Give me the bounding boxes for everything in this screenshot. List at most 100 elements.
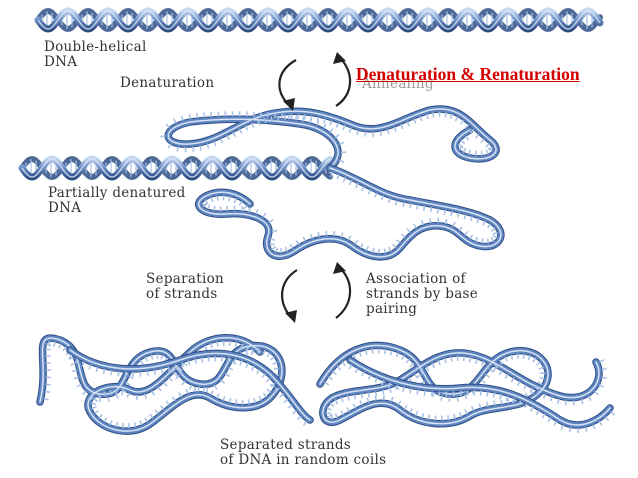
base-tick bbox=[464, 230, 469, 236]
base-tick bbox=[365, 245, 370, 252]
base-tick bbox=[406, 228, 411, 234]
base-tick bbox=[263, 118, 267, 124]
base-tick bbox=[334, 133, 340, 139]
base-tick bbox=[415, 410, 419, 417]
base-tick bbox=[499, 393, 502, 400]
base-tick bbox=[90, 402, 97, 406]
base-tick bbox=[505, 395, 509, 402]
base-tick bbox=[409, 203, 412, 209]
base-tick bbox=[538, 366, 544, 370]
base-tick bbox=[432, 112, 435, 118]
base-tick bbox=[316, 116, 320, 122]
base-tick bbox=[400, 123, 404, 130]
base-tick bbox=[302, 420, 308, 426]
base-tick bbox=[584, 426, 588, 433]
base-tick bbox=[364, 349, 368, 355]
base-tick bbox=[224, 373, 230, 378]
base-tick bbox=[408, 377, 413, 383]
base-tick bbox=[598, 384, 605, 388]
base-tick bbox=[431, 392, 436, 398]
base-tick bbox=[412, 118, 417, 124]
base-tick bbox=[270, 237, 276, 241]
base-tick bbox=[139, 359, 144, 365]
label-annealing: Annealing bbox=[362, 76, 434, 92]
base-tick bbox=[91, 406, 97, 410]
base-tick bbox=[480, 138, 485, 144]
base-tick bbox=[358, 351, 362, 357]
base-tick bbox=[444, 112, 447, 118]
base-tick bbox=[367, 189, 372, 195]
base-tick bbox=[323, 118, 326, 124]
base-tick bbox=[238, 200, 243, 207]
base-tick bbox=[485, 149, 489, 155]
base-tick bbox=[458, 226, 463, 232]
base-tick bbox=[486, 238, 489, 244]
base-tick bbox=[592, 424, 596, 430]
base-tick bbox=[348, 127, 352, 133]
base-tick bbox=[580, 399, 584, 405]
base-tick bbox=[383, 248, 386, 254]
base-tick bbox=[443, 357, 447, 364]
base-tick bbox=[522, 353, 525, 359]
label-denaturation: Denaturation bbox=[120, 75, 215, 91]
base-tick bbox=[327, 413, 332, 419]
base-tick bbox=[167, 366, 171, 372]
base-tick bbox=[265, 377, 271, 383]
single-strand-loop-top bbox=[160, 105, 500, 172]
base-tick bbox=[485, 142, 490, 148]
base-tick bbox=[464, 409, 468, 415]
base-tick bbox=[309, 233, 313, 239]
base-tick bbox=[193, 386, 197, 393]
base-tick bbox=[422, 205, 426, 211]
base-tick bbox=[594, 390, 599, 396]
base-tick bbox=[88, 364, 92, 370]
base-tick bbox=[347, 235, 352, 241]
base-tick bbox=[192, 146, 195, 152]
base-tick bbox=[213, 141, 217, 147]
base-tick bbox=[361, 186, 365, 192]
base-tick bbox=[354, 239, 359, 245]
base-tick bbox=[524, 392, 529, 398]
base-tick bbox=[470, 405, 475, 412]
base-tick bbox=[71, 369, 78, 373]
single-strand-loop-partial bbox=[195, 164, 505, 261]
base-tick bbox=[468, 357, 472, 363]
base-tick bbox=[238, 128, 243, 134]
base-tick bbox=[469, 216, 473, 222]
base-tick bbox=[517, 400, 522, 406]
base-tick bbox=[244, 125, 249, 131]
base-tick bbox=[322, 123, 327, 129]
base-tick bbox=[173, 118, 177, 124]
base-tick bbox=[335, 122, 340, 128]
base-tick bbox=[537, 381, 543, 386]
base-tick bbox=[157, 386, 162, 392]
base-tick bbox=[386, 128, 390, 135]
base-tick bbox=[556, 398, 560, 404]
base-tick bbox=[330, 171, 334, 178]
base-tick bbox=[383, 348, 387, 355]
base-tick bbox=[200, 357, 204, 363]
base-tick bbox=[354, 183, 359, 189]
base-tick bbox=[601, 368, 607, 371]
process-arrows bbox=[278, 52, 352, 323]
base-tick bbox=[456, 212, 460, 218]
base-tick bbox=[453, 413, 456, 420]
base-tick bbox=[492, 366, 497, 373]
base-tick bbox=[206, 143, 210, 149]
base-tick bbox=[228, 196, 231, 202]
base-tick bbox=[587, 395, 592, 401]
base-tick bbox=[178, 366, 183, 372]
double-helix-partial bbox=[18, 155, 334, 181]
base-tick bbox=[110, 370, 113, 376]
base-tick bbox=[73, 376, 79, 380]
base-tick bbox=[458, 146, 464, 150]
base-tick bbox=[125, 381, 131, 386]
base-tick bbox=[81, 390, 87, 396]
base-tick bbox=[486, 363, 491, 369]
base-tick bbox=[374, 192, 378, 198]
base-tick bbox=[245, 346, 250, 352]
base-tick bbox=[257, 348, 260, 354]
base-tick bbox=[510, 377, 515, 383]
base-tick bbox=[474, 358, 478, 364]
base-tick bbox=[255, 209, 259, 215]
